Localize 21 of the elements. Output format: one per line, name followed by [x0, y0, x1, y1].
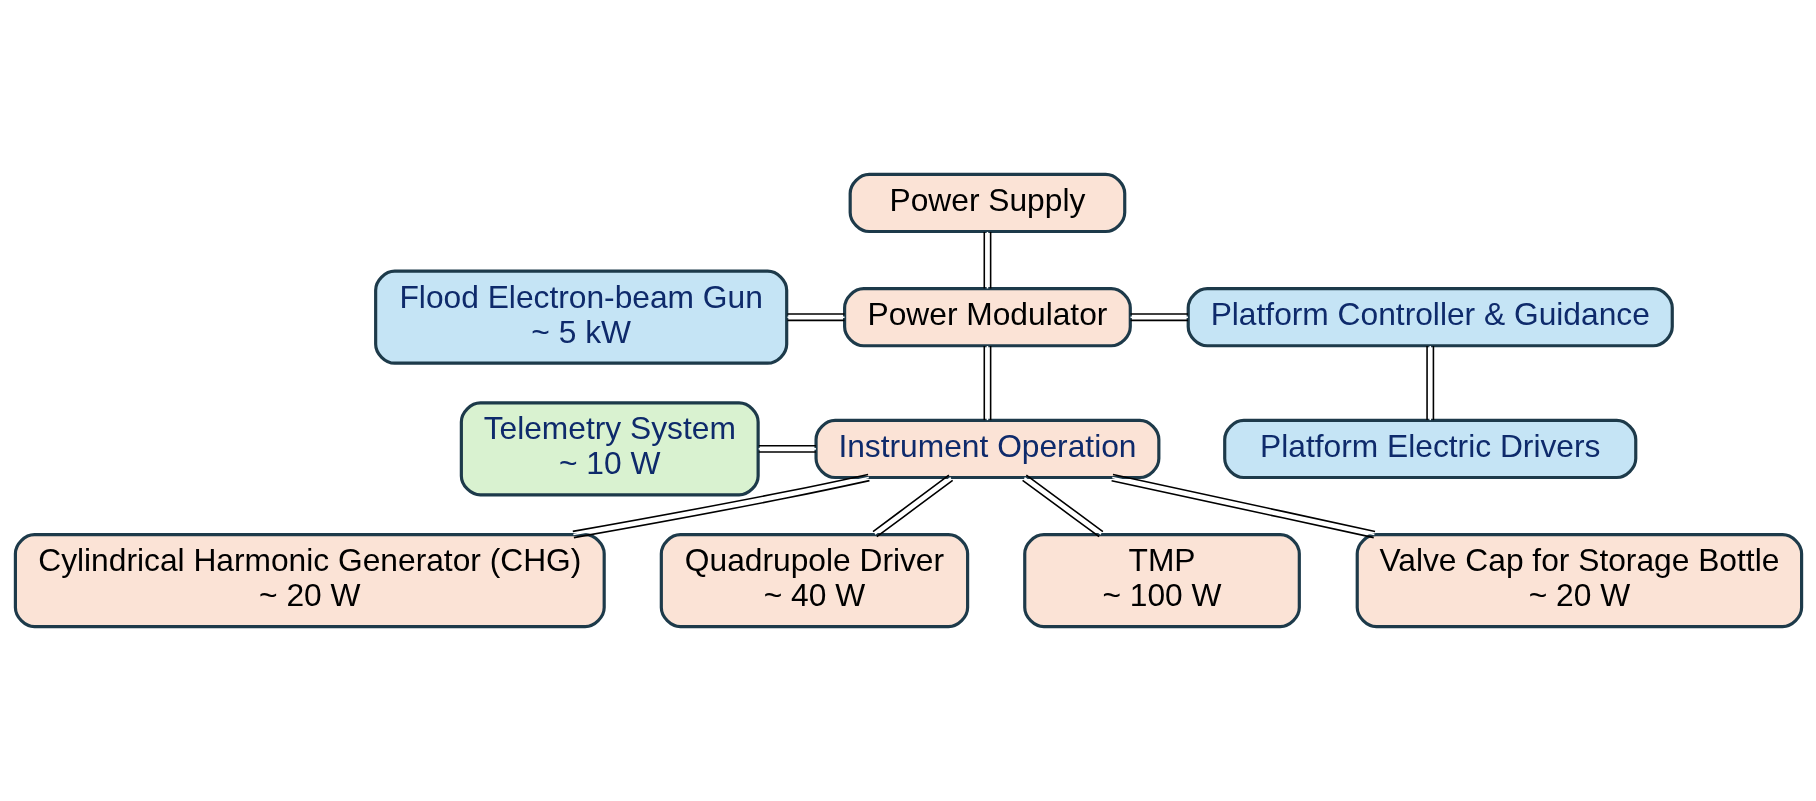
- node-box: Platform Controller & Guidance: [1186, 287, 1674, 348]
- connector: [983, 345, 991, 421]
- connector: [786, 313, 845, 322]
- connector: [1110, 473, 1376, 539]
- connector: [871, 474, 953, 538]
- connector: [757, 444, 817, 453]
- node-box: TMP ~ 100 W: [1022, 533, 1301, 629]
- node-box: Quadrupole Driver ~ 40 W: [659, 533, 969, 629]
- node-box: Telemetry System ~ 10 W: [459, 401, 760, 497]
- connector: [571, 473, 870, 539]
- connector: [983, 231, 991, 290]
- node-box: Platform Electric Drivers: [1222, 418, 1637, 480]
- node-box: Cylindrical Harmonic Generator (CHG) ~ 20 W: [13, 533, 606, 629]
- node-box: Valve Cap for Storage Bottle ~ 20 W: [1355, 533, 1803, 629]
- node-box: Instrument Operation: [813, 418, 1160, 480]
- node-box: Power Supply: [848, 172, 1126, 234]
- node-box: Power Modulator: [842, 287, 1132, 348]
- connector: [1129, 313, 1189, 322]
- connector: [1425, 345, 1434, 421]
- connector: [1021, 474, 1104, 538]
- node-box: Flood Electron-beam Gun ~ 5 kW: [373, 269, 788, 365]
